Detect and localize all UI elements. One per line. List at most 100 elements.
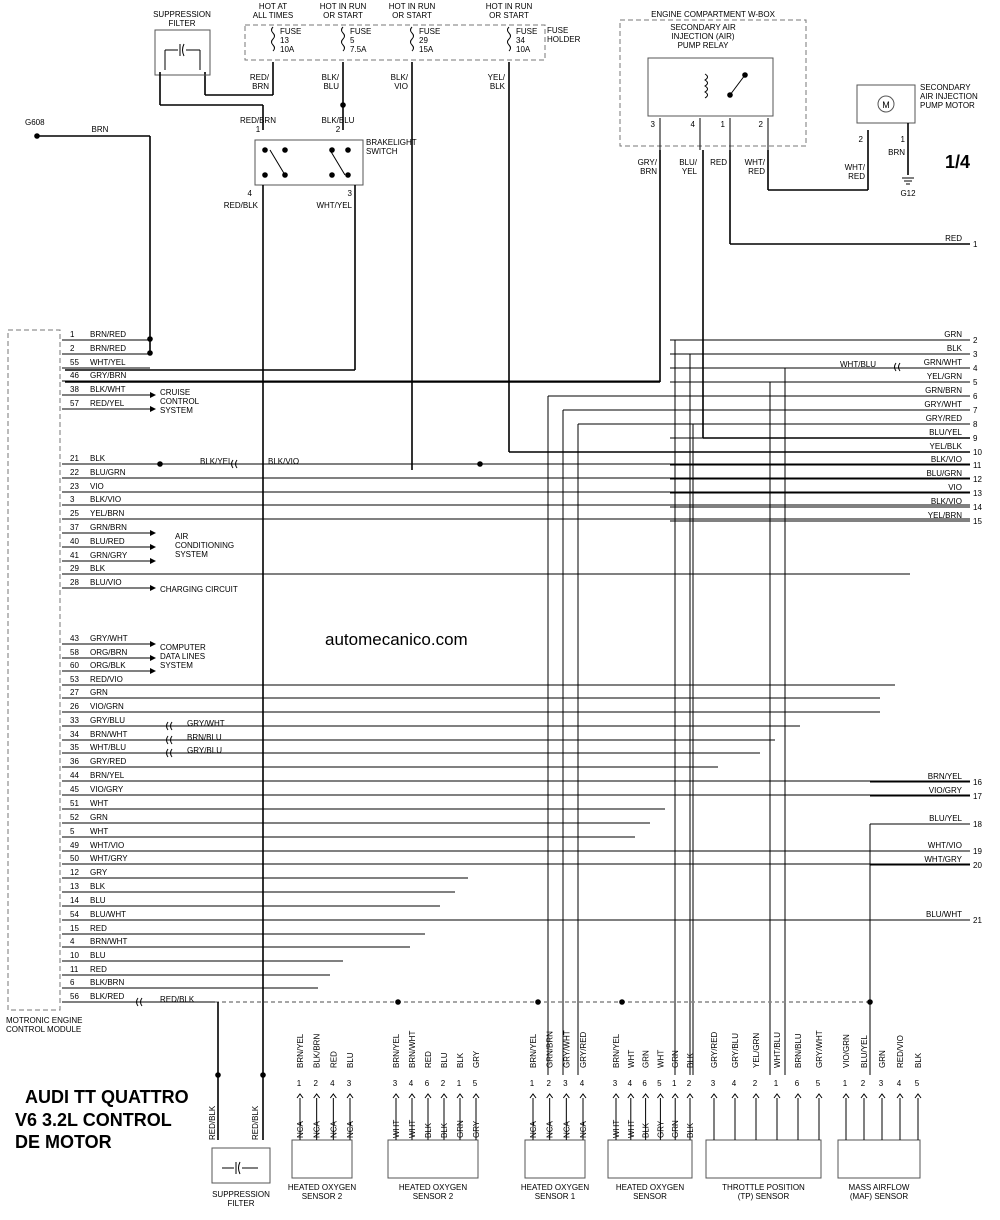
ecm-pin: 60	[70, 661, 79, 670]
component-nca: NCA	[562, 1120, 571, 1138]
component-pin: 6	[425, 1079, 430, 1088]
connector-icon	[456, 1093, 464, 1099]
suppression-filter-bottom	[211, 1147, 271, 1184]
component-wire: BRN/YEL	[392, 1033, 401, 1068]
ecm-wire-color: GRN	[90, 813, 108, 822]
fuse-icon	[410, 26, 414, 52]
connector-icon	[392, 1093, 400, 1099]
connector-break-icon	[894, 362, 901, 372]
right-ref-number: 10	[973, 448, 982, 457]
right-ref-color: BLU/WHT	[926, 910, 962, 919]
ecm-wire-color: VIO	[90, 482, 104, 491]
ecm-pin: 34	[70, 730, 79, 739]
component-pin: 1	[774, 1079, 779, 1088]
component-pin: 2	[687, 1079, 692, 1088]
right-ref-color: BLK/VIO	[931, 455, 962, 464]
fuse-holder	[244, 24, 546, 61]
sensor-body	[607, 1139, 693, 1179]
mid-wire-label: BLK/YEL	[200, 457, 233, 466]
connector-icon	[657, 1093, 664, 1099]
connector-icon	[329, 1093, 337, 1099]
component-title: MASS AIRFLOW(MAF) SENSOR	[849, 1183, 910, 1201]
component-wire: BRN/BLU	[794, 1033, 803, 1068]
brakelight-wire: RED/BLK	[224, 201, 259, 210]
component-nca: BLK	[424, 1122, 433, 1138]
connector-icon	[440, 1093, 448, 1099]
pump-wire: WHT/RED	[845, 163, 866, 181]
ecm-wire-color: BLU	[90, 951, 106, 960]
component-wire: GRN	[642, 1050, 651, 1068]
component-wire: RED/BLK	[251, 1105, 260, 1140]
connector-break-icon	[231, 459, 238, 469]
ecm-pin: 46	[70, 371, 79, 380]
ecm-pin: 3	[70, 495, 75, 504]
brakelight-pin: 4	[248, 189, 253, 198]
component-wire: BLU	[440, 1052, 449, 1068]
splice-dot	[345, 172, 351, 178]
sensor-body	[387, 1139, 479, 1179]
component-wire: BLU	[346, 1052, 355, 1068]
ecm-wire-color: BLU/RED	[90, 537, 125, 546]
relay-wire: WHT/RED	[745, 158, 766, 176]
right-ref-color: BLU/YEL	[929, 428, 962, 437]
connector-icon	[773, 1093, 781, 1099]
sensor-body	[705, 1139, 822, 1179]
system-label: CHARGING CIRCUIT	[160, 585, 238, 594]
ecm-pin: 11	[70, 965, 79, 974]
right-ref-number: 16	[973, 778, 982, 787]
component-pin: 2	[441, 1079, 446, 1088]
ecm-wire-color: WHT/YEL	[90, 358, 126, 367]
arrow-icon	[150, 668, 156, 674]
right-ref-number: 17	[973, 792, 982, 801]
relay-switch-icon	[729, 74, 746, 96]
connector-icon	[313, 1093, 321, 1099]
ecm-wire-color: BLU/VIO	[90, 578, 122, 587]
right-ref-color: GRY/WHT	[924, 400, 962, 409]
ecm-pin: 54	[70, 910, 79, 919]
ecm-pin: 13	[70, 882, 79, 891]
ground-label: G12	[900, 189, 916, 198]
component-nca: BLK	[642, 1122, 651, 1138]
motor-icon	[877, 95, 895, 113]
fuse-wire-color: BLK/BLU	[322, 73, 340, 91]
connector-icon	[546, 1093, 554, 1099]
splice-dot	[619, 999, 625, 1005]
ecm-pin: 2	[70, 344, 75, 353]
title-line: DE MOTOR	[15, 1132, 112, 1152]
mid-wire-label: GRY/WHT	[187, 719, 225, 728]
ecm-wire-color: BLK	[90, 564, 106, 573]
ecm-wire-color: GRY/BRN	[90, 371, 127, 380]
ecm-wire-color: ORG/BLK	[90, 661, 126, 670]
right-ref-number: 19	[973, 847, 982, 856]
title-line: V6 3.2L CONTROL	[15, 1110, 172, 1130]
ecm-pin: 38	[70, 385, 79, 394]
connector-icon	[794, 1093, 802, 1099]
splice-dot	[535, 999, 541, 1005]
suppression-filter-top	[154, 29, 211, 76]
mid-wire-label: GRY/BLU	[187, 746, 222, 755]
ecm-pin: 37	[70, 523, 79, 532]
arrow-icon	[150, 544, 156, 550]
component-pin: 1	[843, 1079, 848, 1088]
fuse-icon	[341, 26, 345, 52]
ground-label: G608	[25, 118, 45, 127]
ecm-wire-color: RED/VIO	[90, 675, 123, 684]
relay-wire: GRY/BRN	[638, 158, 658, 176]
ecm-wire-color: BRN/RED	[90, 344, 126, 353]
ecm-pin: 43	[70, 634, 79, 643]
right-ref-number: 5	[973, 378, 978, 387]
right-ref-number: 15	[973, 517, 982, 526]
component-pin: 1	[530, 1079, 535, 1088]
component-wire: BLU/YEL	[860, 1035, 869, 1068]
ecm-wire-color: GRY/RED	[90, 757, 127, 766]
ecm-wire-color: WHT	[90, 799, 108, 808]
connector-icon	[896, 1093, 904, 1099]
motor-symbol: M	[882, 100, 890, 110]
